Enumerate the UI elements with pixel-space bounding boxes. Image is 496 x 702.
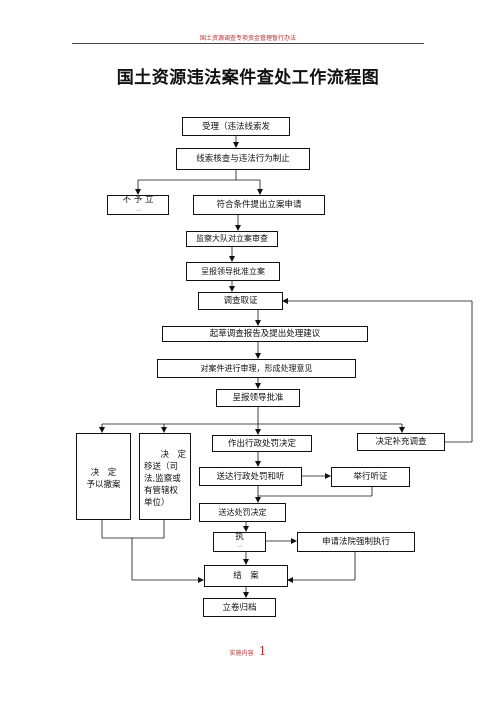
box-deliver-notice-text: 送达行政处罚和听 <box>216 471 285 482</box>
box-no-file-text: 不 予 立 <box>122 195 154 205</box>
box-report-approve-file-text: 呈报领导批准立案 <box>201 266 265 276</box>
box-verify: 线索核查与违法行为制止 <box>176 148 310 170</box>
box-investigate-text: 调查取证 <box>223 296 258 306</box>
box-draft-report: 起草调查报告及提出处理建议 <box>162 326 368 342</box>
box-deliver-decision: 送达处罚决定 <box>199 503 286 522</box>
box-hearing-text: 举行听证 <box>353 472 388 482</box>
box-transfer-text: 移送（司法,监察或有管辖权单位） <box>144 462 181 508</box>
box-transfer-label: 决 定 <box>160 450 186 460</box>
box-execute-subtext: ..: <box>237 543 242 549</box>
box-penalty-decision-text: 作出行政处罚决定 <box>227 438 296 449</box>
box-transfer-case: 决 定 移送（司法,监察或有管辖权单位） <box>139 433 191 520</box>
box-report-approve-text: 呈报领导批准 <box>232 393 284 403</box>
box-no-file-subtext: ..: <box>135 207 141 213</box>
box-close-case: 结 案 <box>204 565 288 587</box>
box-case-review: 对案件进行审理，形成处理意见 <box>157 359 356 378</box>
box-execute-text: 执 <box>235 532 244 542</box>
box-accept: 受理（违法线索发 <box>182 117 290 136</box>
box-deliver-notice: 送达行政处罚和听 <box>199 467 302 486</box>
box-draft-report-text: 起草调查报告及提出处理建议 <box>209 329 321 339</box>
box-archive-text: 立卷归档 <box>222 602 257 613</box>
box-report-approve: 呈报领导批准 <box>216 389 300 407</box>
box-team-review-text: 监察大队对立案审查 <box>196 234 268 243</box>
box-deliver-decision-text: 送达处罚决定 <box>218 507 267 517</box>
box-investigate: 调查取证 <box>198 292 283 310</box>
box-court-enforce: 申请法院强制执行 <box>297 532 415 552</box>
box-penalty-decision: 作出行政处罚决定 <box>212 435 312 452</box>
page-footer: 实施内容 1 <box>0 640 496 659</box>
document-header-caption: 国土资源调查专项资金管理暂行办法 <box>199 35 296 42</box>
box-revoke-text: 予以撤案 <box>86 480 121 490</box>
page-title: 国土资源违法案件查处工作流程图 <box>116 68 380 88</box>
page-number: 1 <box>258 644 267 658</box>
box-court-enforce-text: 申请法院强制执行 <box>321 537 390 547</box>
header-rule <box>72 43 424 44</box>
box-verify-text: 线索核查与违法行为制止 <box>196 154 290 164</box>
box-file-request-text: 符合条件提出立案申请 <box>216 200 302 210</box>
box-supplement-investigation: 决定补充调查 <box>357 433 445 451</box>
box-supplement-text: 决定补充调查 <box>375 437 427 447</box>
box-archive: 立卷归档 <box>203 598 276 617</box>
box-revoke-case: 决 定 予以撤案 <box>76 433 131 520</box>
box-file-request: 符合条件提出立案申请 <box>193 195 325 215</box>
box-case-review-text: 对案件进行审理，形成处理意见 <box>200 363 313 373</box>
footer-label: 实施内容 <box>229 650 254 657</box>
box-close-case-text: 结 案 <box>233 571 259 581</box>
box-revoke-label: 决 定 <box>90 468 117 478</box>
box-hearing: 举行听证 <box>331 467 410 487</box>
box-no-file: 不 予 立 ..: <box>107 195 169 215</box>
box-report-approve-file: 呈报领导批准立案 <box>186 262 280 281</box>
box-team-review: 监察大队对立案审查 <box>186 231 278 247</box>
box-accept-text: 受理（违法线索发 <box>201 121 270 132</box>
box-execute: 执 ..: <box>213 532 266 552</box>
